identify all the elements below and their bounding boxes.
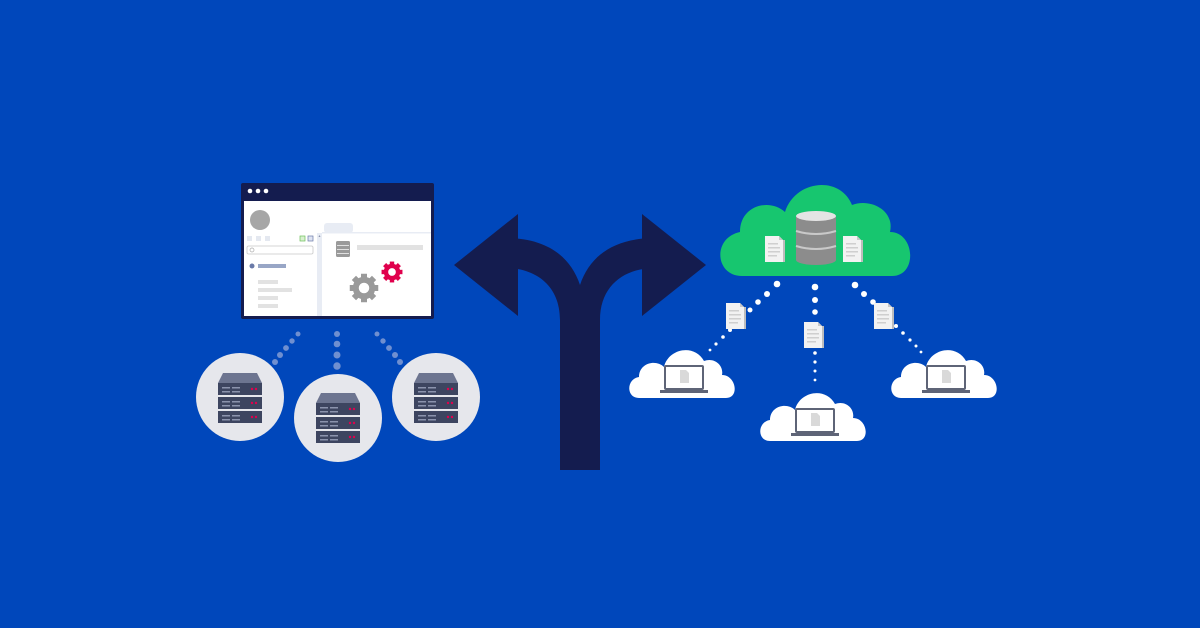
cloud-connectors xyxy=(708,280,923,382)
fork-arrow-icon xyxy=(454,214,706,470)
search-icon xyxy=(249,247,255,253)
document-icon xyxy=(843,236,863,262)
document-icon xyxy=(726,303,746,329)
database-icon xyxy=(795,211,837,265)
server-node xyxy=(196,353,284,441)
document-icon xyxy=(765,236,785,262)
server-list-icon xyxy=(336,241,350,257)
avatar xyxy=(250,210,270,230)
server-node xyxy=(294,374,382,462)
search-input xyxy=(246,245,314,255)
window-dots-icon xyxy=(247,188,269,194)
server-connectors xyxy=(272,331,403,370)
document-icon xyxy=(874,303,894,329)
cloud-database xyxy=(720,185,911,276)
document-icon xyxy=(804,322,824,348)
server-node xyxy=(392,353,480,441)
app-window xyxy=(241,183,434,319)
